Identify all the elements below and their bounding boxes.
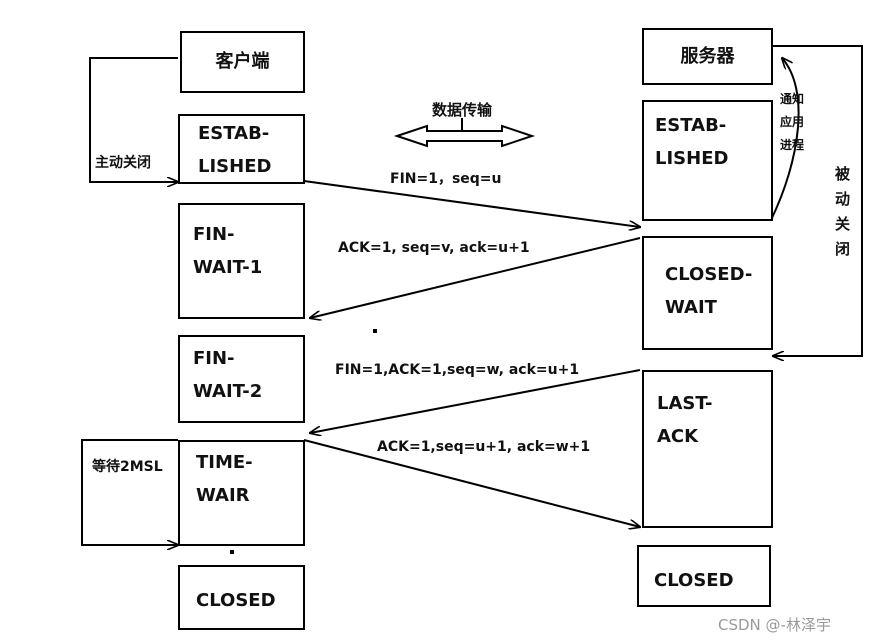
active-close-arrow xyxy=(89,57,178,182)
ack1-message: ACK=1, seq=v, ack=u+1 xyxy=(338,240,530,256)
client-header-box xyxy=(180,31,305,93)
client-closed-box xyxy=(178,565,305,630)
data-transfer-label: 数据传输 xyxy=(432,101,493,119)
server-closed-label: CLOSED xyxy=(654,570,734,591)
ack2-message: ACK=1,seq=u+1, ack=w+1 xyxy=(377,439,591,455)
fin2-arrow xyxy=(310,369,641,433)
server-last-ack-label: LAST- ACK xyxy=(657,393,713,447)
wait-2msl-arrow xyxy=(81,439,178,545)
server-last-ack-box xyxy=(642,370,773,528)
client-established-box xyxy=(178,114,305,184)
client-title: 客户端 xyxy=(215,51,270,72)
client-fin-wait-2-label: FIN- WAIT-2 xyxy=(193,348,263,402)
active-close-label: 主动关闭 xyxy=(95,155,151,171)
client-fin-wait-1-box xyxy=(178,203,305,319)
server-close-wait-box xyxy=(642,236,773,350)
ack1-arrow xyxy=(310,237,641,318)
fin2-message: FIN=1,ACK=1,seq=w, ack=u+1 xyxy=(335,362,580,378)
fin1-message: FIN=1，seq=u xyxy=(390,171,502,187)
server-header-box xyxy=(642,28,773,85)
stray-dot xyxy=(230,550,234,554)
server-title: 服务器 xyxy=(680,46,735,67)
wait-2msl-label: 等待2MSL xyxy=(92,459,163,475)
fin1-arrow xyxy=(303,180,640,227)
server-established-label: ESTAB- LISHED xyxy=(655,115,729,169)
passive-close-label: 被 动 关 闭 xyxy=(835,165,851,258)
ack2-arrow xyxy=(303,439,640,527)
server-established-box xyxy=(642,100,773,221)
client-established-label: ESTAB- LISHED xyxy=(198,123,272,177)
passive-close-arrow xyxy=(773,45,863,356)
notify-app-label: 通知 应用 进程 xyxy=(780,92,805,152)
data-transfer-double-arrow xyxy=(393,124,536,148)
client-fin-wait-1-label: FIN- WAIT-1 xyxy=(193,224,263,278)
client-time-wait-box xyxy=(178,440,305,546)
stray-dot xyxy=(373,329,377,333)
server-closed-box xyxy=(637,545,771,607)
client-time-wait-label: TIME- WAIR xyxy=(196,452,253,506)
watermark: CSDN @-林泽宇 xyxy=(718,616,831,634)
client-closed-label: CLOSED xyxy=(196,590,276,611)
server-close-wait-label: CLOSED- WAIT xyxy=(665,264,753,318)
notify-app-arrow xyxy=(770,58,800,221)
client-fin-wait-2-box xyxy=(178,335,305,423)
